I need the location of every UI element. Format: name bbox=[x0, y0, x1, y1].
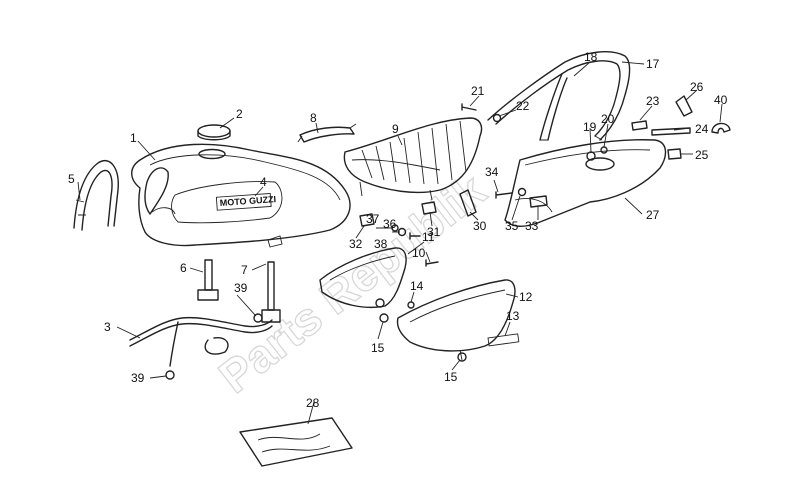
callout-13: 13 bbox=[506, 309, 520, 323]
callout-31: 31 bbox=[427, 225, 441, 239]
part-34-screw[interactable] bbox=[495, 191, 513, 199]
callout-25: 25 bbox=[695, 148, 709, 162]
callout-9: 9 bbox=[392, 122, 399, 136]
part-25-pad[interactable] bbox=[667, 148, 682, 160]
callout-28: 28 bbox=[306, 396, 320, 410]
callout-2: 2 bbox=[236, 107, 243, 121]
part-8-bracket[interactable] bbox=[297, 123, 357, 143]
callout-33: 33 bbox=[525, 219, 539, 233]
part-17-grab-rail[interactable] bbox=[487, 51, 631, 141]
part-31-plate[interactable] bbox=[421, 201, 437, 215]
part-3-fuel-hose[interactable] bbox=[129, 316, 273, 367]
callout-27: 27 bbox=[646, 208, 660, 222]
part-28-decal-kit[interactable] bbox=[239, 417, 353, 467]
callout-40: 40 bbox=[714, 93, 728, 107]
part-20-nut[interactable] bbox=[600, 146, 608, 154]
callout-39a: 39 bbox=[234, 281, 248, 295]
callout-6: 6 bbox=[180, 261, 187, 275]
callout-26: 26 bbox=[690, 80, 704, 94]
part-39a-hose-clip[interactable] bbox=[253, 313, 263, 323]
callout-39b: 39 bbox=[131, 371, 145, 385]
part-33-rubber[interactable] bbox=[529, 195, 548, 208]
part-23-clip[interactable] bbox=[631, 120, 648, 131]
callout-8: 8 bbox=[310, 111, 317, 125]
callout-15a: 15 bbox=[371, 341, 385, 355]
callout-10: 10 bbox=[412, 246, 426, 260]
callout-1: 1 bbox=[130, 131, 137, 145]
part-22-spacer[interactable] bbox=[492, 113, 502, 123]
callout-11: 11 bbox=[422, 230, 435, 244]
part-1-fuel-tank[interactable]: MOTO GUZZI bbox=[131, 143, 351, 248]
callout-38: 38 bbox=[374, 237, 388, 251]
part-21-screw[interactable] bbox=[461, 103, 477, 111]
callout-22: 22 bbox=[516, 99, 530, 113]
leader-lines bbox=[77, 61, 723, 425]
callout-15b: 15 bbox=[444, 370, 458, 384]
callout-36: 36 bbox=[383, 217, 397, 231]
callout-17: 17 bbox=[646, 57, 660, 71]
callout-32: 32 bbox=[349, 237, 363, 251]
part-15b-grommet[interactable] bbox=[457, 352, 467, 362]
callout-19: 19 bbox=[583, 120, 597, 134]
part-12-right-side-cover[interactable] bbox=[396, 279, 516, 361]
part-24-rubber-strip[interactable] bbox=[651, 127, 691, 136]
callout-34: 34 bbox=[485, 165, 499, 179]
part-15a-grommet[interactable] bbox=[379, 313, 389, 323]
part-30-bracket[interactable] bbox=[459, 189, 477, 217]
callout-23: 23 bbox=[646, 94, 660, 108]
part-40-clamp[interactable] bbox=[711, 122, 731, 134]
callout-35: 35 bbox=[505, 219, 519, 233]
callout-20: 20 bbox=[601, 112, 615, 126]
part-10-screw[interactable] bbox=[425, 259, 439, 267]
part-39b-hose-clip[interactable] bbox=[165, 370, 175, 380]
callout-5: 5 bbox=[68, 172, 75, 186]
part-14-grommet[interactable] bbox=[407, 301, 415, 309]
callout-3: 3 bbox=[104, 320, 111, 334]
tank-brand-label: MOTO GUZZI bbox=[219, 194, 276, 208]
part-36-screw[interactable] bbox=[409, 232, 421, 240]
part-35-washer[interactable] bbox=[517, 187, 527, 197]
callout-4: 4 bbox=[260, 175, 267, 189]
part-5-strap[interactable] bbox=[73, 160, 119, 231]
callout-37: 37 bbox=[366, 212, 380, 226]
part-9-seat[interactable] bbox=[343, 117, 483, 201]
callout-12: 12 bbox=[519, 290, 533, 304]
part-13-decal[interactable] bbox=[487, 333, 520, 347]
callout-30: 30 bbox=[473, 219, 487, 233]
callout-21: 21 bbox=[471, 84, 485, 98]
part-11-left-side-cover[interactable] bbox=[319, 247, 407, 309]
part-26-clip[interactable] bbox=[675, 95, 693, 117]
part-6-fuel-tap[interactable] bbox=[197, 259, 219, 301]
callout-18: 18 bbox=[584, 50, 598, 64]
callout-7: 7 bbox=[241, 263, 248, 277]
callout-24: 24 bbox=[695, 122, 709, 136]
part-2-fuel-cap[interactable] bbox=[197, 124, 231, 141]
callout-14: 14 bbox=[410, 279, 424, 293]
part-32-plate[interactable] bbox=[359, 213, 375, 227]
callout-labels: 1 2 3 4 5 6 7 8 9 10 11 12 13 14 15 15 1… bbox=[68, 50, 728, 410]
